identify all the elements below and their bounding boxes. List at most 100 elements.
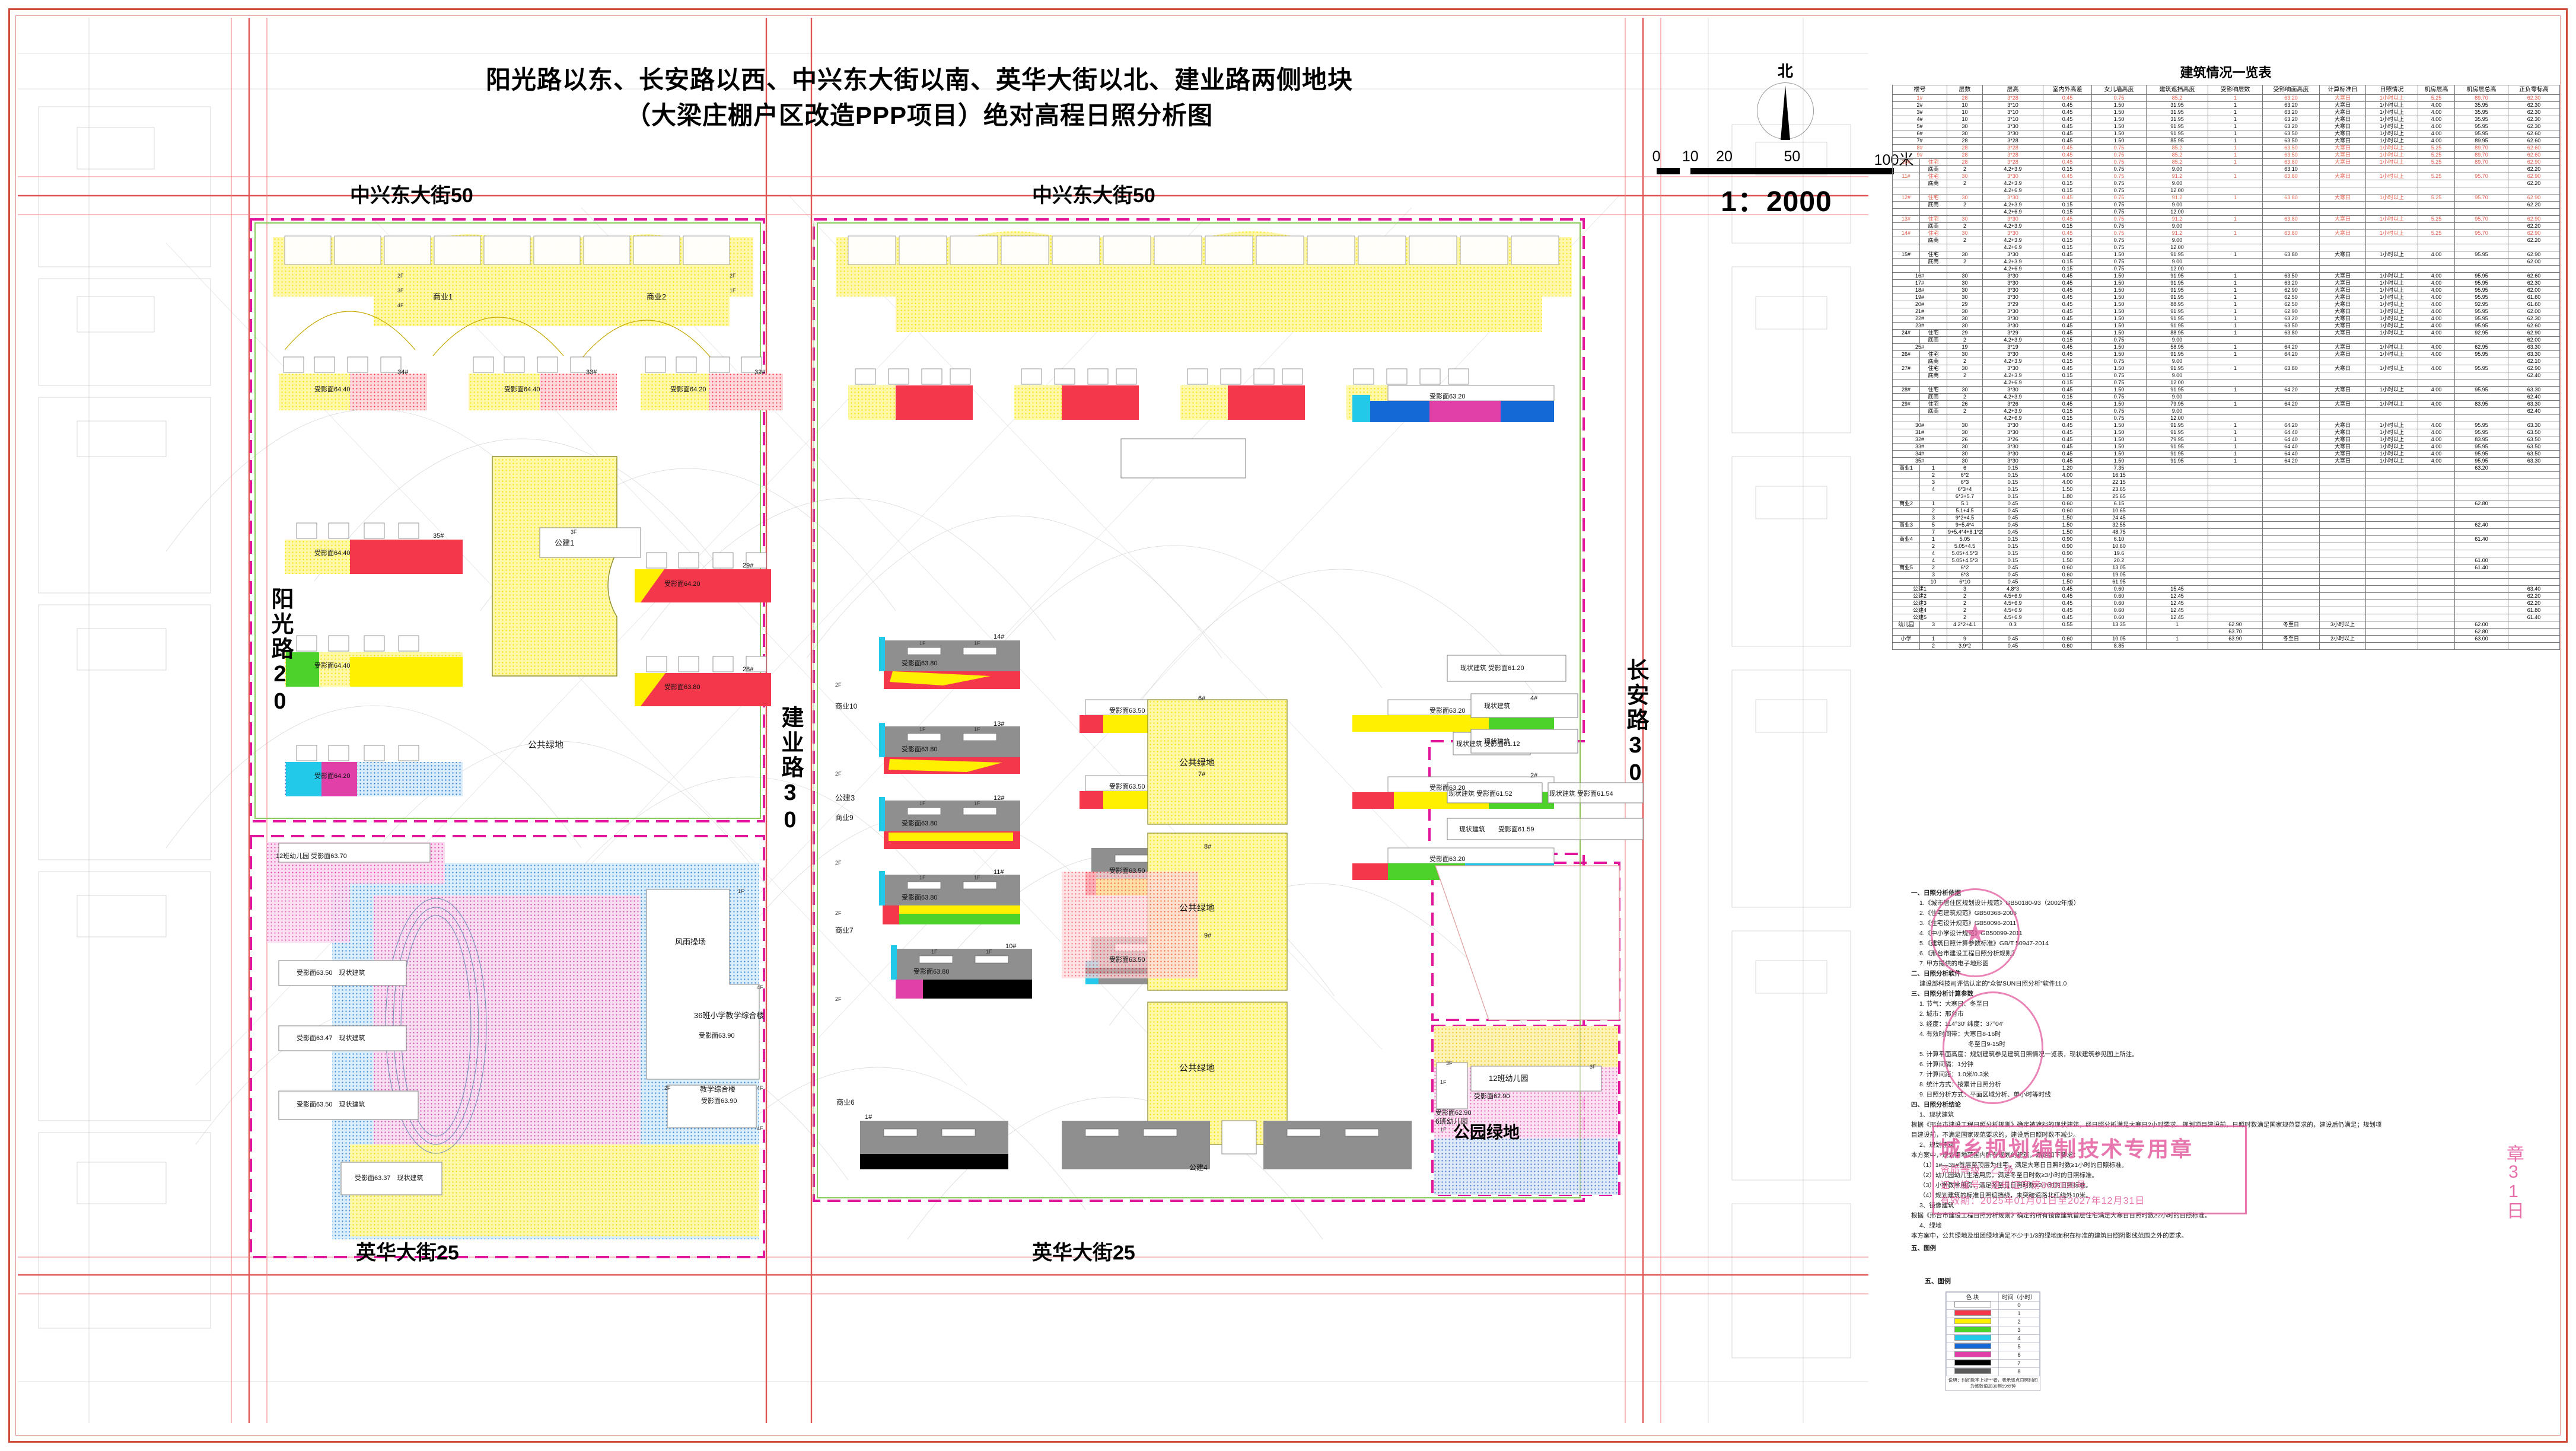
cell: 0.45: [2043, 436, 2092, 444]
affected-face-label: 受影面63.20: [1429, 856, 1466, 863]
legend-color-swatch: [1946, 1342, 1999, 1351]
cell: [1947, 208, 1983, 216]
cell-building-no: [1892, 514, 1920, 522]
cell: [2365, 201, 2418, 209]
cell: 63.30: [2508, 457, 2560, 465]
cell: [2508, 543, 2560, 550]
cell: 0.75: [2091, 201, 2147, 209]
cell: 3*26: [1982, 436, 2043, 444]
existing-building-label: 受影面63.50 现状建筑: [297, 1101, 365, 1108]
cell: 0.45: [2043, 315, 2092, 323]
cell: 30: [1947, 229, 1983, 237]
cell: 61.95: [2091, 578, 2147, 586]
cell: 0.15: [1982, 471, 2043, 479]
cell: 28: [1947, 158, 1983, 166]
cell: 3*30: [1982, 173, 2043, 180]
road-label-yangguang: 阳光路20: [268, 587, 292, 716]
cell: 3*28: [1982, 144, 2043, 152]
cell: [2319, 514, 2366, 522]
cell: [2208, 521, 2263, 529]
cell: 大寒日: [2319, 457, 2366, 465]
cell: 1小时以上: [2365, 251, 2418, 259]
cell: 0.45: [2043, 173, 2092, 180]
cell: 4.2*2+4.1: [1947, 621, 1983, 629]
cell: 1.50: [2043, 486, 2092, 493]
cell: 1小时以上: [2365, 144, 2418, 152]
cell: 62.90: [2508, 229, 2560, 237]
north-label: 北: [1777, 62, 1793, 80]
place-label-primary-school: 36班小学教学综合楼: [694, 1011, 765, 1020]
affected-face-label: 受影面63.50: [1109, 868, 1145, 875]
building-tag: 12#: [994, 795, 1005, 802]
cell: [2418, 628, 2455, 636]
cell: [2418, 571, 2455, 579]
cell: [2418, 393, 2455, 401]
cell: [2365, 578, 2418, 586]
site-plan-map[interactable]: 中兴东大街50 中兴东大街50 英华大街25 英华大街25 阳光路20 建业路3…: [18, 18, 1868, 1423]
cell: 6*3+5.7: [1947, 493, 1983, 500]
cell: 0.15: [1982, 550, 2043, 557]
cell-building-no: 公建4: [1892, 607, 1947, 614]
cell-building-no: 12#: [1892, 194, 1920, 202]
cell: 62.90: [2508, 365, 2560, 372]
cell: 63.80: [2262, 329, 2320, 337]
cell-building-no: [1892, 642, 1920, 650]
cell: 3*30: [1982, 123, 2043, 130]
cell: 20.2: [2091, 557, 2147, 565]
cell: 23.65: [2091, 486, 2147, 493]
cell: 1.50: [2091, 457, 2147, 465]
cell: 大寒日: [2319, 308, 2366, 315]
cell-usage: 3: [1919, 621, 1947, 629]
cell: [2508, 578, 2560, 586]
notes-item: 8. 统计方式：按累计日照分析: [1919, 1081, 2001, 1088]
cell: 0.75: [2091, 144, 2147, 152]
cell: 4.00: [2418, 322, 2455, 330]
cell-usage: [1919, 187, 1947, 194]
cell: 48.75: [2091, 528, 2147, 536]
cell-usage: 1: [1919, 500, 1947, 508]
cell: 13.35: [2091, 621, 2147, 629]
cell: [2418, 564, 2455, 572]
cell: 10.60: [2091, 543, 2147, 550]
scale-tick: 0: [1652, 148, 1661, 165]
cell: 0.15: [2043, 222, 2092, 230]
cell: 3小时以上: [2319, 621, 2366, 629]
cell-building-no: 7#: [1892, 137, 1947, 145]
cell: 0.45: [2043, 123, 2092, 130]
cell: [2454, 571, 2508, 579]
cell: 冬至日: [2262, 635, 2320, 643]
cell: 4.00: [2418, 272, 2455, 280]
scale-bar-block: 0 10 20 50 100米 1：2000: [1646, 148, 1914, 219]
cell: 95.95: [2454, 308, 2508, 315]
cell: 0.45: [2043, 343, 2092, 351]
cell: 2: [1947, 372, 1983, 380]
cell: [2454, 180, 2508, 187]
affected-face-label: 受影面63.90: [699, 1032, 735, 1039]
cell: 0.45: [2043, 329, 2092, 337]
cell: [2365, 521, 2418, 529]
cell: [2262, 237, 2320, 244]
cell: 3*30: [1982, 457, 2043, 465]
cell: 6*2: [1947, 471, 1983, 479]
cell: [2365, 528, 2418, 536]
cell: 62.90: [2508, 194, 2560, 202]
building-tag: 7#: [1198, 771, 1206, 778]
cell: 30: [1947, 130, 1983, 138]
cell-usage: 底商: [1919, 180, 1947, 187]
cell: 63.20: [2262, 315, 2320, 323]
cell: 0.15: [1982, 486, 2043, 493]
cell-usage: 1: [1919, 535, 1947, 543]
cell: 1.50: [2043, 557, 2092, 565]
cell: 大寒日: [2319, 400, 2366, 408]
cell: [2508, 535, 2560, 543]
cell: 30: [1947, 365, 1983, 372]
cell: 2: [1947, 599, 1983, 607]
affected-face-label: 受影面62.90: [1435, 1109, 1472, 1117]
